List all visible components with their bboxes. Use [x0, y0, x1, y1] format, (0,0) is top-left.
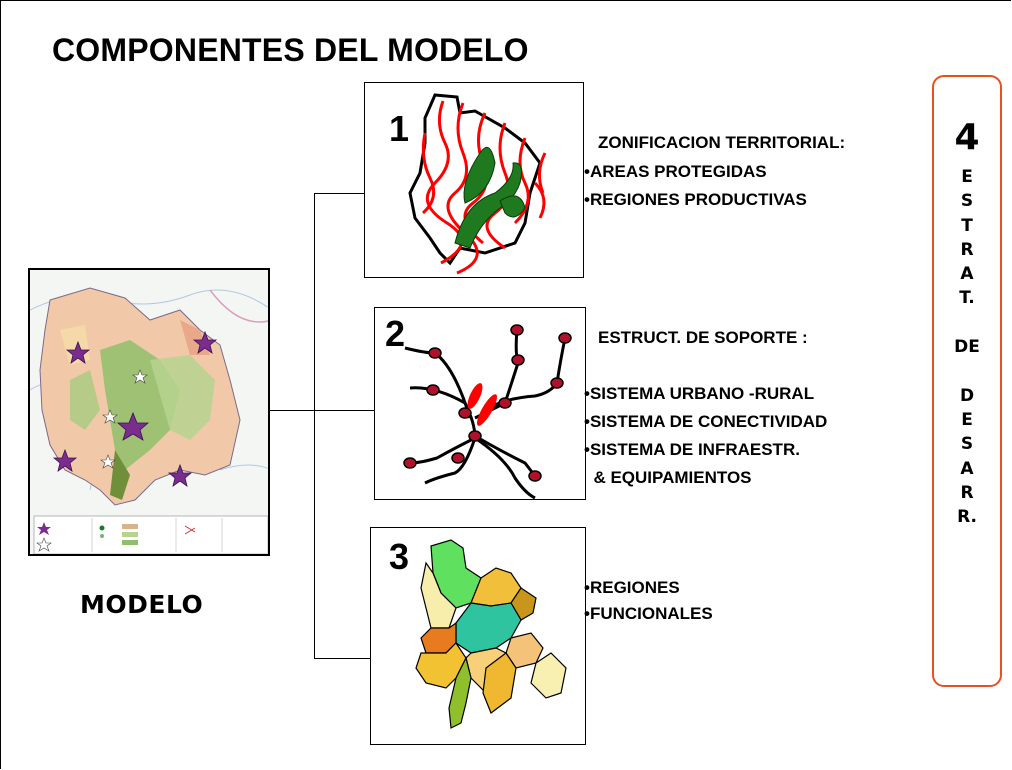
component-1-number: 1: [389, 108, 410, 149]
component-3-number: 3: [389, 536, 410, 577]
strategy-box: 4 E S T R A T. DE D E S A R R.: [932, 75, 1002, 687]
strategy-letter: S: [960, 191, 974, 212]
strategy-letter: E: [961, 167, 973, 187]
component-3-box: 3: [370, 527, 586, 745]
component-2-item-2: •SISTEMA DE CONECTIVIDAD: [584, 412, 828, 431]
component-3-item-2: •FUNCIONALES: [584, 604, 713, 623]
component-2-item-4: & EQUIPAMIENTOS: [584, 468, 752, 487]
strategy-letter: A: [960, 458, 974, 479]
strategy-vertical-text: E S T R A T. DE D E S A R R.: [934, 165, 1000, 529]
connector-vertical: [314, 193, 315, 659]
strategy-letter: T: [961, 215, 973, 236]
connector-from-map: [270, 410, 314, 411]
component-1-box: 1: [364, 82, 584, 278]
strategy-letter: D: [959, 385, 975, 406]
modelo-label: MODELO: [80, 590, 204, 619]
component-1-item-2: •REGIONES PRODUCTIVAS: [584, 190, 807, 209]
strategy-letter: R: [960, 482, 974, 503]
slide-title: COMPONENTES DEL MODELO: [52, 32, 529, 68]
model-map-image: [28, 268, 270, 556]
component-3-item-1: •REGIONES: [584, 578, 680, 597]
component-1-item-1: •AREAS PROTEGIDAS: [584, 162, 767, 181]
component-2-box: 2: [374, 307, 586, 500]
strategy-letter: S: [960, 434, 974, 455]
strategy-number: 4: [954, 117, 980, 158]
connector-to-box-3: [314, 658, 370, 659]
model-map-graphic: [30, 270, 268, 554]
strategy-letter: E: [961, 409, 973, 430]
strategy-letter: T.: [959, 288, 975, 309]
support-structure-graphic: [403, 324, 572, 499]
connector-to-box-2: [314, 410, 374, 411]
connector-to-box-1: [314, 193, 364, 194]
component-2-item-1: •SISTEMA URBANO -RURAL: [584, 384, 815, 403]
component-2-item-3: •SISTEMA DE INFRAESTR.: [584, 440, 800, 459]
zoning-map-graphic: [408, 93, 547, 275]
strategy-letter: DE: [954, 337, 980, 358]
strategy-letter: A: [960, 264, 974, 285]
component-2-heading: ESTRUCT. DE SOPORTE :: [598, 328, 808, 347]
strategy-letter: R: [960, 239, 974, 260]
strategy-letter: [934, 311, 1000, 335]
component-1-heading: ZONIFICACION TERRITORIAL:: [598, 133, 846, 152]
strategy-letter: R.: [957, 507, 977, 528]
component-2-number: 2: [385, 313, 406, 354]
strategy-letter: [934, 359, 1000, 383]
regions-map-graphic: [415, 539, 567, 729]
